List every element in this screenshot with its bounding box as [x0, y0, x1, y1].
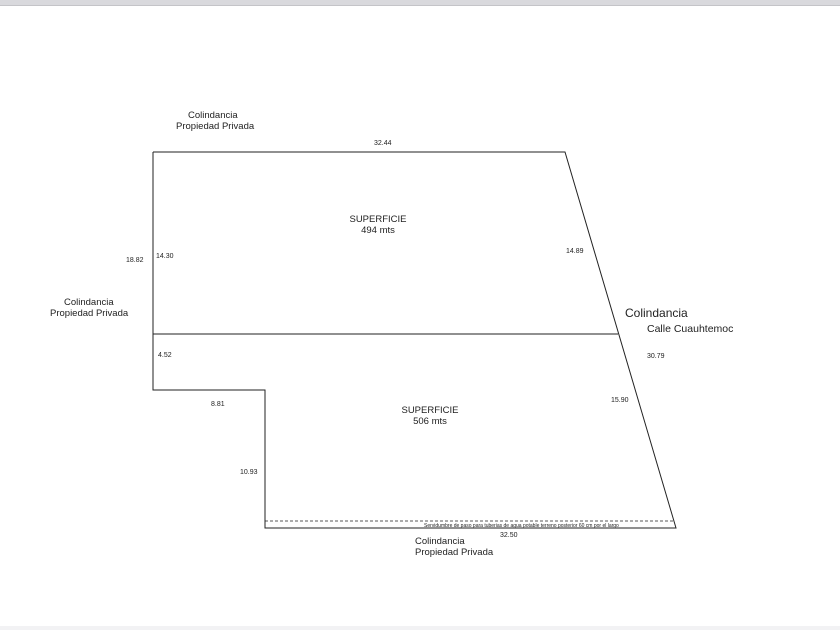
- window-bottom-bar: [0, 626, 840, 630]
- window-top-bar: [0, 0, 840, 6]
- north-label-1: Colindancia: [188, 110, 238, 121]
- dim-top: 32.44: [374, 140, 392, 147]
- outer-boundary: [152, 151, 677, 529]
- dim-right-total: 30.79: [647, 353, 665, 360]
- dim-left-lower: 4.52: [158, 352, 172, 359]
- upper-lot-title: SUPERFICIE: [349, 214, 406, 225]
- dim-left-upper: 14.30: [156, 253, 174, 260]
- dim-step-vertical: 10.93: [240, 469, 258, 476]
- lot-outline: [152, 151, 677, 529]
- north-label-2: Propiedad Privada: [176, 121, 255, 132]
- south-label-1: Colindancia: [415, 536, 465, 547]
- south-label-2: Propiedad Privada: [415, 547, 494, 558]
- dim-step-horizontal: 8.81: [211, 401, 225, 408]
- dim-left-total: 18.82: [126, 257, 144, 264]
- dim-right-upper: 14.89: [566, 248, 584, 255]
- lower-lot-area: 506 mts: [413, 416, 447, 427]
- dim-bottom: 32.50: [500, 532, 518, 539]
- east-label-1: Colindancia: [625, 306, 688, 320]
- upper-lot-area: 494 mts: [361, 225, 395, 236]
- easement-note: Servidumbre de paso para tuberias de agu…: [424, 523, 619, 529]
- west-label-2: Propiedad Privada: [50, 308, 129, 319]
- lower-lot-title: SUPERFICIE: [401, 405, 458, 416]
- east-label-2: Calle Cuauhtemoc: [647, 323, 733, 335]
- dim-right-lower: 15.90: [611, 397, 629, 404]
- west-label-1: Colindancia: [64, 297, 114, 308]
